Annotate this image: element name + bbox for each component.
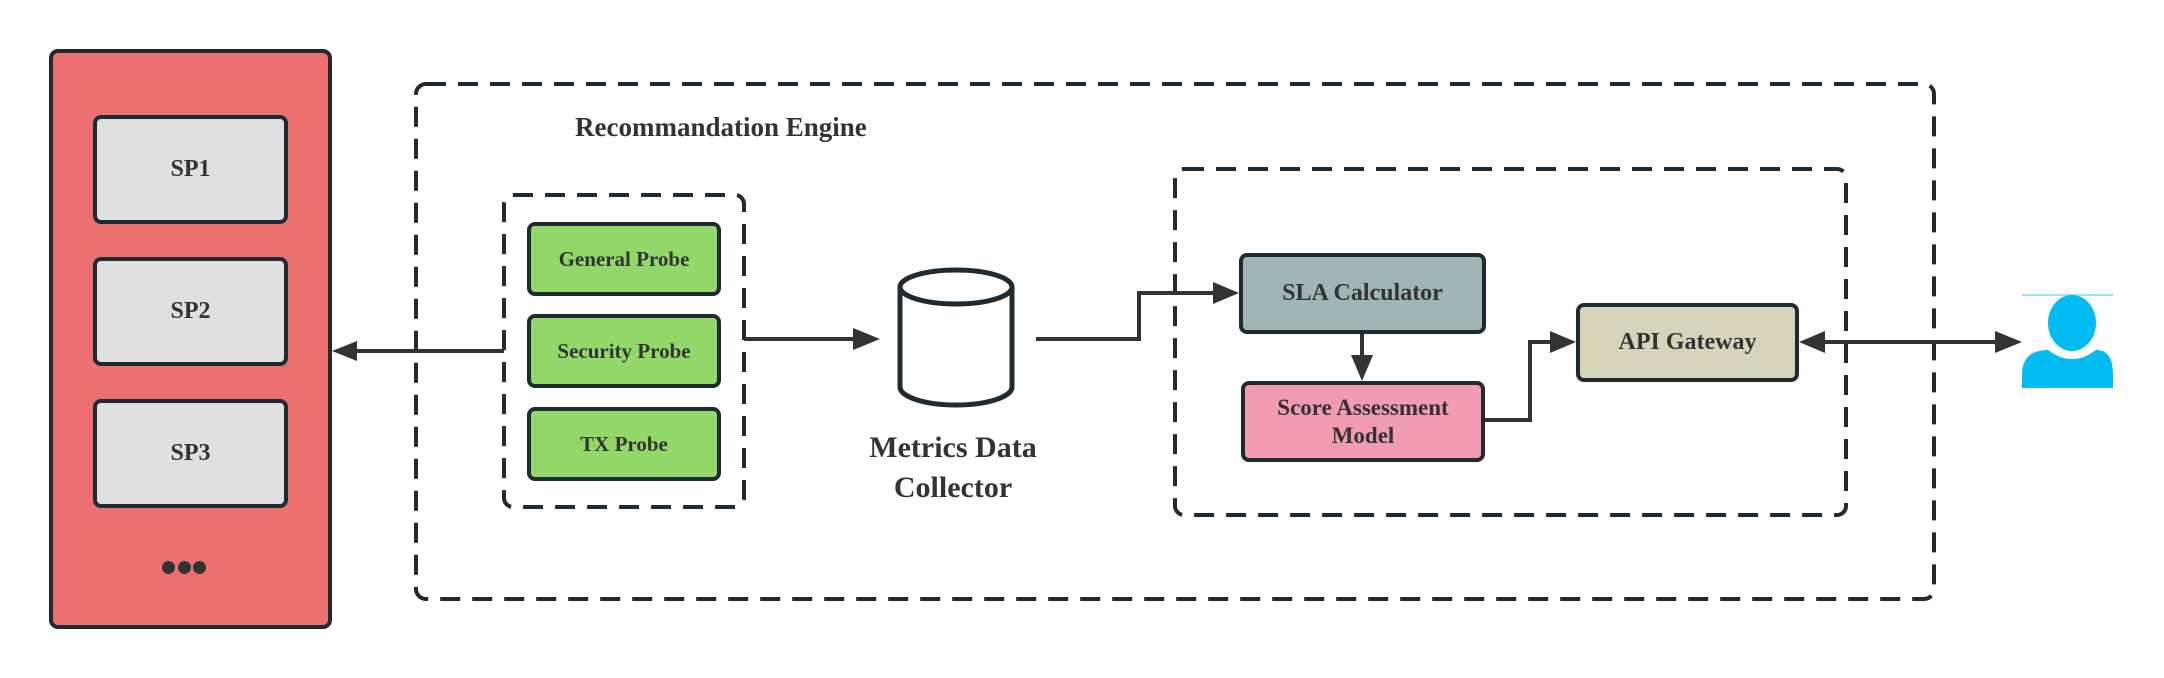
service-provider-sp1[interactable]: SP1 <box>93 115 288 224</box>
dot <box>193 560 206 574</box>
probes-container <box>502 193 746 509</box>
dot <box>162 560 175 574</box>
user-icon <box>2022 294 2113 388</box>
arrow-probes-to-collector <box>744 328 880 350</box>
general-probe-label: General Probe <box>558 246 690 271</box>
security-probe[interactable]: Security Probe <box>527 314 721 388</box>
recommendation-engine-title: Recommandation Engine <box>575 112 867 142</box>
sla-calculator[interactable]: SLA Calculator <box>1239 253 1486 334</box>
service-provider-sp3[interactable]: SP3 <box>93 399 288 508</box>
sp1-label: SP1 <box>170 156 211 182</box>
arrow-collector-to-sla <box>1036 282 1239 341</box>
scoring-container <box>1173 167 1848 517</box>
arrow-sla-to-score <box>1351 334 1373 381</box>
sp3-label: SP3 <box>170 440 211 466</box>
arrow-probes-to-providers <box>332 341 504 361</box>
score-model-label-line2: Model <box>1331 422 1395 448</box>
arrow-api-user-bidirectional <box>1799 331 2022 353</box>
security-probe-label: Security Probe <box>557 338 691 363</box>
collector-label-line1: Metrics Data <box>869 431 1037 464</box>
sp2-label: SP2 <box>170 298 211 324</box>
service-provider-sp2[interactable]: SP2 <box>93 257 288 366</box>
tx-probe-label: TX Probe <box>580 431 668 456</box>
metrics-data-collector-label: Metrics Data Collector <box>853 428 1053 508</box>
api-gateway[interactable]: API Gateway <box>1576 303 1799 382</box>
sla-calculator-label: SLA Calculator <box>1282 280 1443 306</box>
general-probe[interactable]: General Probe <box>527 222 721 296</box>
tx-probe[interactable]: TX Probe <box>527 407 721 481</box>
score-assessment-model[interactable]: Score Assessment Model <box>1241 381 1485 462</box>
arrow-score-to-api <box>1485 331 1576 422</box>
more-providers-ellipsis-icon <box>162 559 206 575</box>
dot <box>177 560 191 574</box>
api-gateway-label: API Gateway <box>1618 329 1757 355</box>
collector-label-line2: Collector <box>893 471 1013 504</box>
score-model-label-line1: Score Assessment <box>1277 394 1449 420</box>
database-cylinder-icon <box>897 267 1015 408</box>
